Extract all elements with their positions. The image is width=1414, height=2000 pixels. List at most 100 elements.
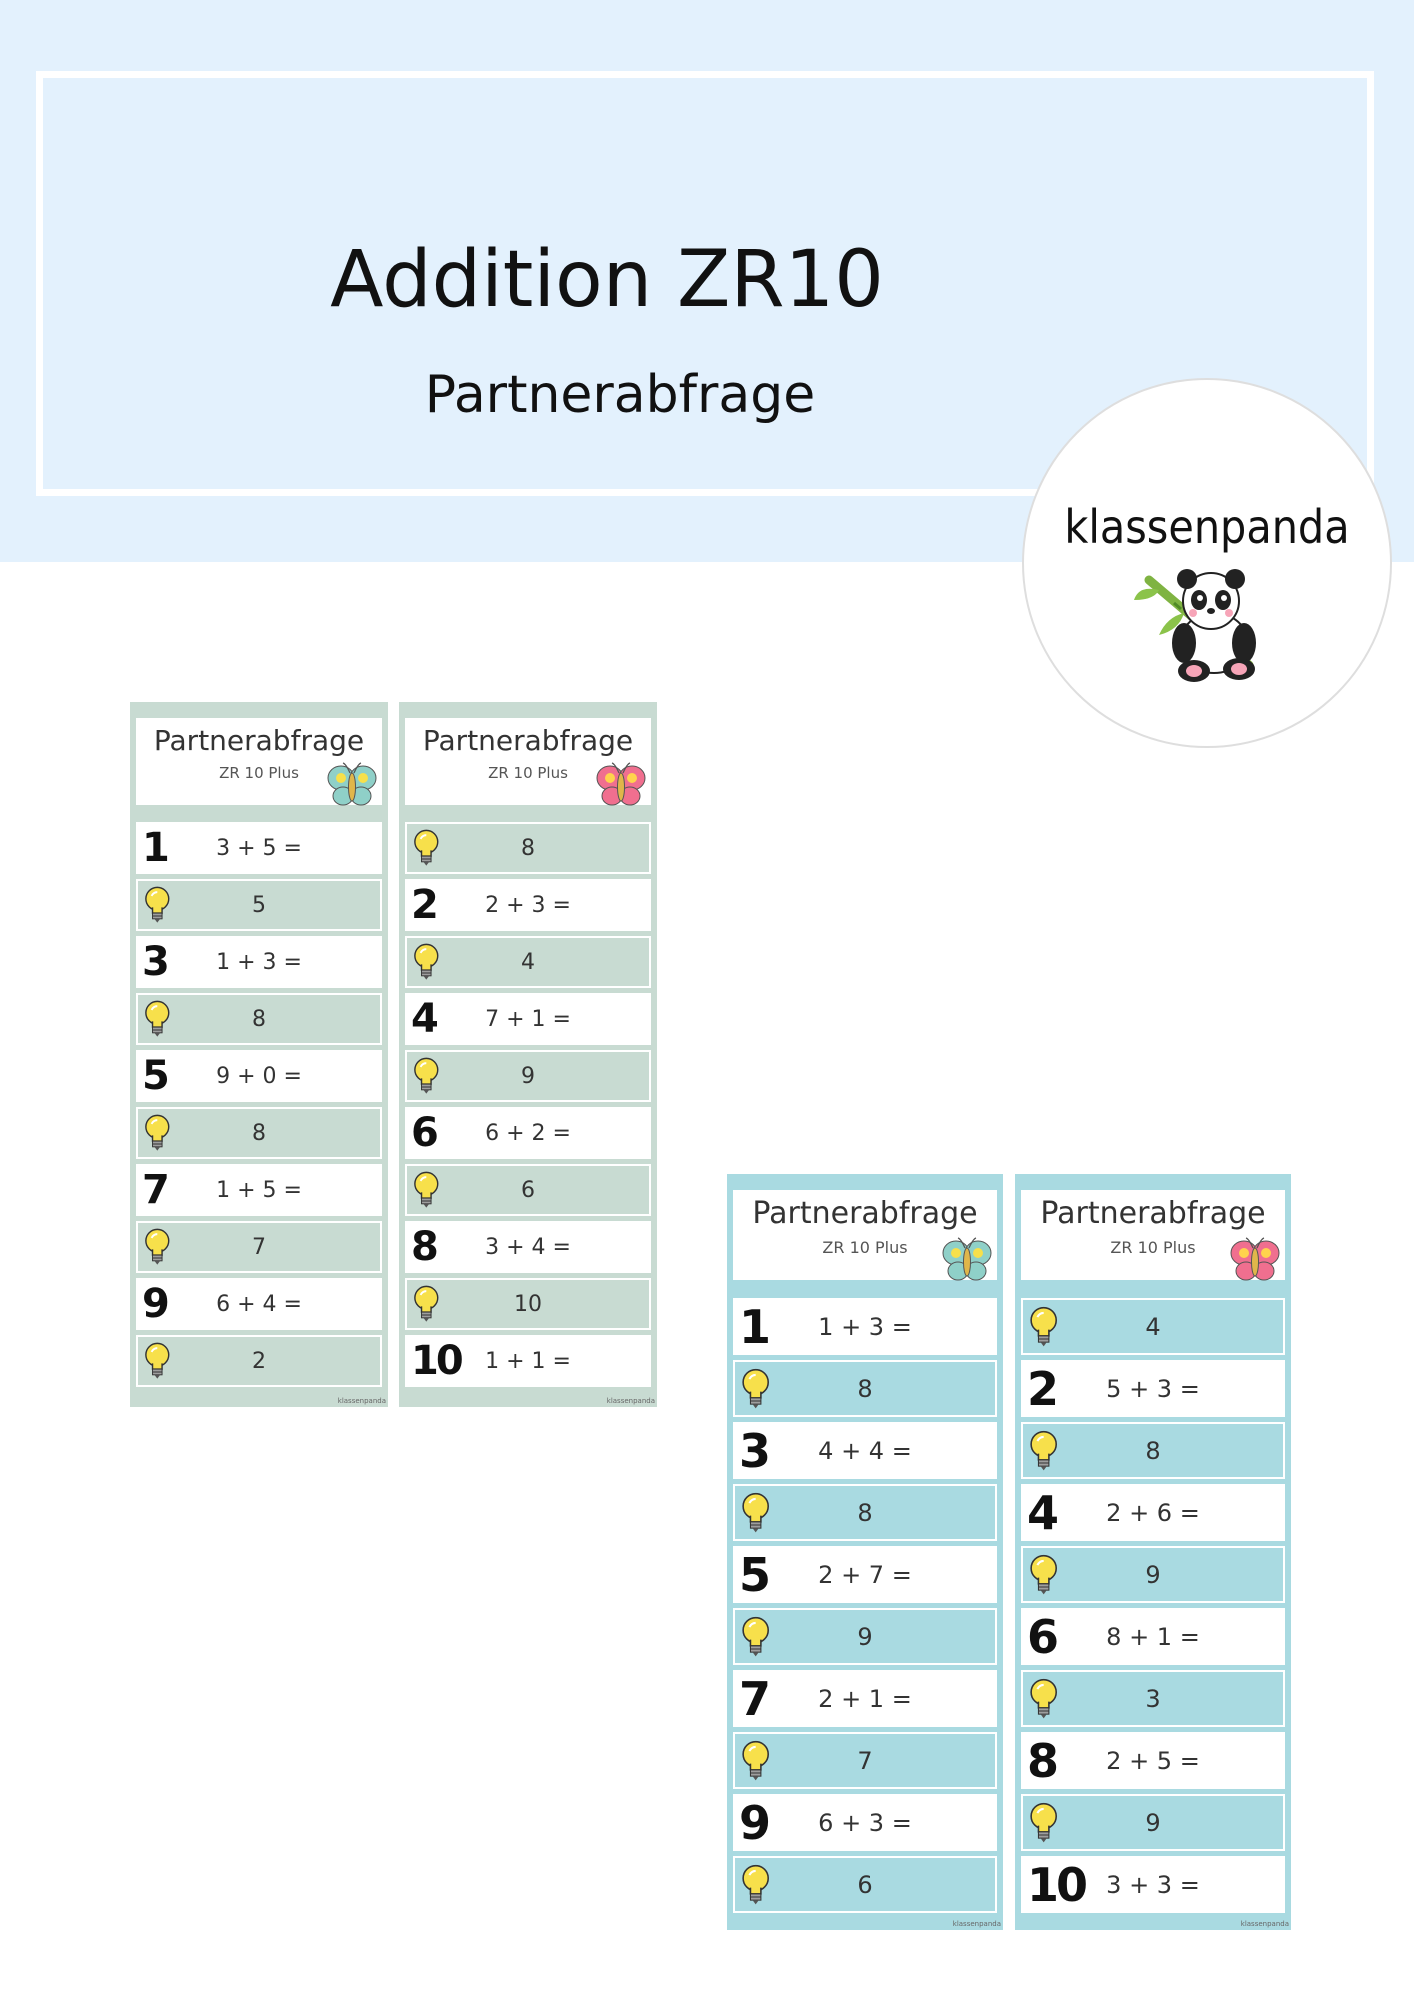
equation-text: 5 + 3 =	[1106, 1374, 1200, 1403]
equation-text: 6 + 4 =	[216, 1291, 302, 1317]
card-title: Partnerabfrage	[422, 724, 634, 757]
lightbulb-icon	[414, 944, 439, 981]
answer-text: 5	[252, 892, 266, 918]
logo-text: klassenpanda	[1064, 500, 1350, 554]
answer-row: 8	[405, 822, 651, 875]
page-title: Addition ZR10	[330, 235, 884, 325]
answer-row: 7	[733, 1732, 997, 1789]
question-row: 1 3 + 5 =	[136, 822, 382, 875]
equation-text: 2 + 5 =	[1106, 1746, 1200, 1775]
lightbulb-icon	[1030, 1678, 1057, 1718]
card-subtitle: ZR 10 Plus	[219, 764, 299, 782]
butterfly-pink-icon	[1229, 1236, 1281, 1288]
lightbulb-icon	[145, 887, 170, 924]
answer-row: 6	[405, 1164, 651, 1217]
task-number: 2	[1027, 1361, 1059, 1416]
answer-text: 8	[857, 1498, 873, 1527]
task-number: 2	[411, 882, 439, 929]
answer-text: 9	[857, 1622, 873, 1651]
equation-text: 2 + 1 =	[818, 1684, 912, 1713]
answer-row: 8	[733, 1484, 997, 1541]
equation-text: 6 + 3 =	[818, 1808, 912, 1837]
question-row: 7 1 + 5 =	[136, 1164, 382, 1217]
question-row: 2 2 + 3 =	[405, 879, 651, 932]
task-number: 3	[739, 1423, 771, 1478]
card-footer: klassenpanda	[952, 1920, 1001, 1928]
lightbulb-icon	[742, 1492, 769, 1532]
lightbulb-icon	[414, 1172, 439, 1209]
butterfly-pink-icon	[595, 761, 647, 813]
answer-text: 8	[252, 1120, 266, 1146]
task-number: 7	[142, 1167, 170, 1214]
equation-text: 4 + 4 =	[818, 1436, 912, 1465]
equation-text: 1 + 3 =	[216, 949, 302, 975]
equation-text: 2 + 7 =	[818, 1560, 912, 1589]
lightbulb-icon	[145, 1115, 170, 1152]
answer-row: 9	[405, 1050, 651, 1103]
answer-row: 3	[1021, 1670, 1285, 1727]
answer-text: 9	[1145, 1808, 1161, 1837]
task-number: 1	[142, 825, 170, 872]
equation-text: 2 + 6 =	[1106, 1498, 1200, 1527]
card-footer: klassenpanda	[606, 1397, 655, 1405]
equation-text: 8 + 1 =	[1106, 1622, 1200, 1651]
answer-text: 8	[521, 835, 535, 861]
task-number: 4	[411, 996, 439, 1043]
answer-row: 8	[733, 1360, 997, 1417]
equation-text: 3 + 5 =	[216, 835, 302, 861]
task-number: 6	[411, 1110, 439, 1157]
answer-row: 5	[136, 879, 382, 932]
answer-text: 10	[514, 1291, 542, 1317]
panda-with-bamboo-icon	[1134, 569, 1256, 682]
lightbulb-icon	[145, 1001, 170, 1038]
lightbulb-icon	[742, 1616, 769, 1656]
question-row: 2 5 + 3 =	[1021, 1360, 1285, 1417]
answer-row: 8	[136, 1107, 382, 1160]
title-frame	[36, 71, 1374, 496]
equation-text: 1 + 5 =	[216, 1177, 302, 1203]
butterfly-green-icon	[326, 761, 378, 813]
equation-text: 9 + 0 =	[216, 1063, 302, 1089]
lightbulb-icon	[742, 1864, 769, 1904]
lightbulb-icon	[145, 1343, 170, 1380]
answer-text: 7	[857, 1746, 873, 1775]
answer-row: 9	[1021, 1546, 1285, 1603]
page-subtitle: Partnerabfrage	[424, 365, 816, 425]
answer-text: 4	[1145, 1312, 1161, 1341]
answer-row: 4	[1021, 1298, 1285, 1355]
task-number: 10	[1027, 1857, 1088, 1912]
answer-text: 8	[857, 1374, 873, 1403]
card-footer: klassenpanda	[1240, 1920, 1289, 1928]
answer-text: 8	[1145, 1436, 1161, 1465]
equation-text: 2 + 3 =	[485, 892, 571, 918]
equation-text: 3 + 4 =	[485, 1234, 571, 1260]
butterfly-green-icon	[941, 1236, 993, 1288]
equation-text: 7 + 1 =	[485, 1006, 571, 1032]
equation-text: 1 + 1 =	[485, 1348, 571, 1374]
answer-text: 9	[1145, 1560, 1161, 1589]
answer-text: 4	[521, 949, 535, 975]
answer-text: 6	[857, 1870, 873, 1899]
lightbulb-icon	[1030, 1430, 1057, 1470]
lightbulb-icon	[1030, 1554, 1057, 1594]
answer-text: 6	[521, 1177, 535, 1203]
